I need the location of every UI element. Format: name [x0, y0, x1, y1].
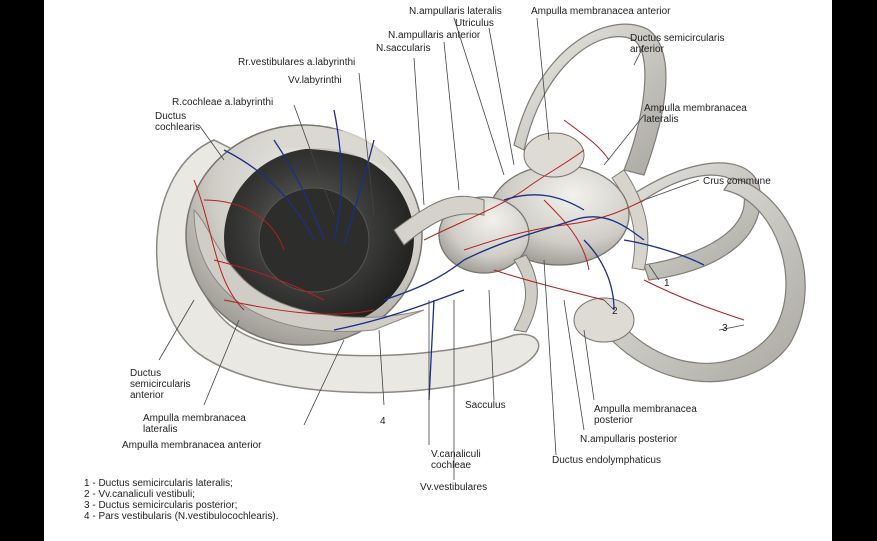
leader-lines [158, 17, 745, 480]
legend-item: 2 - Vv.canaliculi vestibuli; [84, 489, 195, 500]
label-ampulla-membranacea-anterior-top: Ampulla membranacea anterior [531, 6, 671, 17]
label-n-ampullaris-posterior: N.ampullaris posterior [580, 434, 678, 445]
label-ampulla-membranacea-lateralis-right: Ampulla membranacea lateralis [644, 103, 747, 125]
label-number-1: 1 [664, 278, 670, 289]
label-ductus-semicircularis-anterior-top: Ductus semicircularis anterior [630, 33, 725, 55]
label-n-saccularis: N.saccularis [376, 43, 431, 54]
legend-item: 1 - Ductus semicircularis lateralis; [84, 478, 233, 489]
inner-ear-drawing [155, 17, 806, 480]
legend-item: 3 - Ductus semicircularis posterior; [84, 500, 238, 511]
label-r-cochleae: R.cochleae a.labyrinthi [172, 97, 274, 108]
label-ampulla-membranacea-lateralis-bottom: Ampulla membranacea lateralis [143, 413, 246, 435]
saccule-body [438, 196, 530, 274]
connecting-duct [393, 195, 485, 246]
lateral-canal [593, 162, 761, 281]
endolymphatic-duct [513, 254, 538, 333]
ampulla-anterior [523, 132, 585, 178]
ampulla-posterior [573, 297, 635, 343]
veins [223, 109, 705, 401]
label-number-4: 4 [380, 416, 386, 427]
label-crus-commune: Crus commune [703, 176, 771, 187]
label-number-3: 3 [722, 323, 728, 334]
legend-item: 4 - Pars vestibularis (N.vestibulocochle… [84, 511, 279, 522]
label-v-canaliculi-cochleae: V.canaliculi cochleae [431, 449, 481, 471]
label-sacculus: Sacculus [465, 400, 506, 411]
label-ampulla-membranacea-posterior: Ampulla membranacea posterior [594, 404, 697, 426]
anatomy-illustration: N.ampullaris lateralis Ampulla membranac… [44, 0, 832, 541]
posterior-canal [588, 177, 806, 383]
cochlea-lower-band [193, 208, 425, 332]
label-number-2: 2 [612, 306, 618, 317]
label-vv-labyrinthi: Vv.labyrinthi [288, 75, 342, 86]
label-n-ampullaris-lateralis: N.ampullaris lateralis [409, 6, 502, 17]
anterior-canal [513, 23, 667, 176]
label-rr-vestibulares: Rr.vestibulares a.labyrinthi [238, 57, 356, 68]
label-ductus-cochlearis: Ductus cochlearis [155, 111, 201, 133]
label-ductus-semicircularis-anterior-left: Ductus semicircularis anterior [130, 368, 191, 401]
cochlea-highlight [249, 127, 399, 175]
label-ductus-endolymphaticus: Ductus endolymphaticus [552, 455, 661, 466]
figure-legend: 1 - Ductus semicircularis lateralis; 2 -… [84, 478, 279, 522]
label-utriculus: Utriculus [455, 18, 494, 29]
label-vv-vestibulares: Vv.vestibulares [420, 482, 488, 493]
label-n-ampullaris-anterior: N.ampullaris anterior [388, 30, 481, 41]
label-ampulla-membranacea-anterior-bottom: Ampulla membranacea anterior [122, 440, 262, 451]
